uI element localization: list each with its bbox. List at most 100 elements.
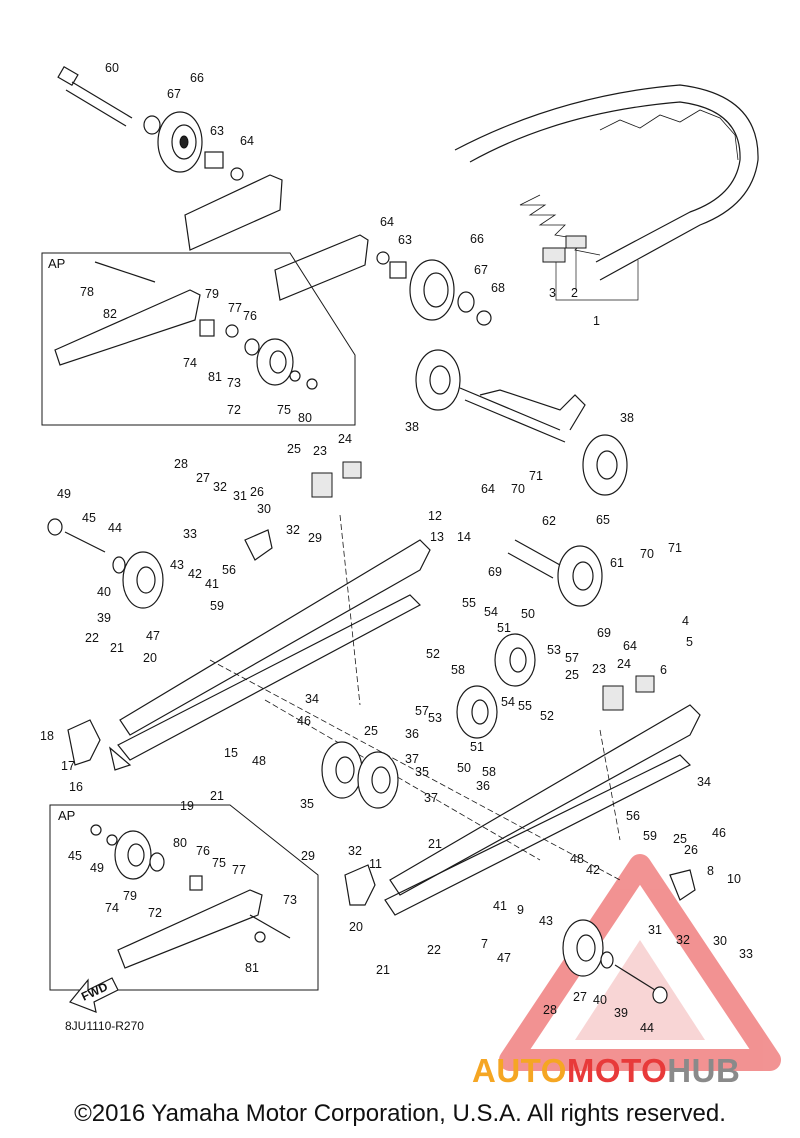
callout-2: 2	[571, 286, 578, 300]
callout-46: 46	[297, 714, 311, 728]
callout-36: 36	[405, 727, 419, 741]
callout-71: 71	[668, 541, 682, 555]
wheel-36a	[321, 741, 363, 799]
callout-7: 7	[481, 937, 488, 951]
bolt-45b	[614, 964, 656, 991]
callout-48: 48	[252, 754, 266, 768]
callout-9: 9	[517, 903, 524, 917]
callout-50: 50	[521, 607, 535, 621]
callout-20: 20	[143, 651, 157, 665]
inset-ap-top	[41, 252, 356, 426]
callout-47: 47	[146, 629, 160, 643]
callout-51: 51	[497, 621, 511, 635]
logo-hub: HUB	[667, 1052, 741, 1089]
callout-32: 32	[286, 523, 300, 537]
callout-26: 26	[250, 485, 264, 499]
callout-25: 25	[565, 668, 579, 682]
idler-wheel-66b	[409, 259, 455, 321]
callout-72: 72	[227, 403, 241, 417]
copyright-footer: ©2016 Yamaha Motor Corporation, U.S.A. A…	[74, 1100, 726, 1127]
seal-40b	[600, 951, 614, 969]
inset-ap-bottom	[49, 804, 319, 991]
callout-45: 45	[82, 511, 96, 525]
callout-80: 80	[173, 836, 187, 850]
drawing-code: 8JU1110-R270	[65, 1019, 144, 1033]
callout-32: 32	[348, 844, 362, 858]
callout-52: 52	[540, 709, 554, 723]
callout-15: 15	[224, 746, 238, 760]
inset-ap-bottom-label: AP	[58, 808, 75, 823]
callout-58: 58	[451, 663, 465, 677]
callout-72: 72	[148, 906, 162, 920]
callout-70: 70	[511, 482, 525, 496]
callout-64: 64	[240, 134, 254, 148]
callout-59: 59	[210, 599, 224, 613]
callout-14: 14	[457, 530, 471, 544]
callout-39: 39	[614, 1006, 628, 1020]
guide-line-2	[599, 729, 621, 841]
callout-74: 74	[105, 901, 119, 915]
callout-77: 77	[228, 301, 242, 315]
callout-59: 59	[643, 829, 657, 843]
callout-74: 74	[183, 356, 197, 370]
wheel-65	[557, 545, 603, 607]
washer-64	[230, 167, 244, 181]
callout-70: 70	[640, 547, 654, 561]
callout-6: 6	[660, 663, 667, 677]
callout-49: 49	[90, 861, 104, 875]
callout-27: 27	[573, 990, 587, 1004]
callout-5: 5	[686, 635, 693, 649]
callout-82: 82	[103, 307, 117, 321]
callout-35: 35	[415, 765, 429, 779]
washer-64b	[376, 251, 390, 265]
callout-53: 53	[428, 711, 442, 725]
callout-21: 21	[428, 837, 442, 851]
callout-40: 40	[97, 585, 111, 599]
callout-25: 25	[287, 442, 301, 456]
watermark-logo: AUTOMOTOHUB	[472, 1052, 740, 1090]
callout-56: 56	[626, 809, 640, 823]
callout-1: 1	[593, 314, 600, 328]
callout-42: 42	[188, 567, 202, 581]
callout-19: 19	[180, 799, 194, 813]
callout-77: 77	[232, 863, 246, 877]
callout-44: 44	[108, 521, 122, 535]
callout-69: 69	[488, 565, 502, 579]
bearing-49	[47, 518, 63, 536]
callout-47: 47	[497, 951, 511, 965]
wheel-36b	[357, 751, 399, 809]
callout-21: 21	[110, 641, 124, 655]
callout-22: 22	[427, 943, 441, 957]
seal-67	[143, 115, 161, 135]
callout-55: 55	[518, 699, 532, 713]
slide-rail-left	[109, 539, 431, 771]
callout-75: 75	[277, 403, 291, 417]
bracket-30	[244, 529, 273, 561]
block-24b	[635, 675, 655, 693]
callout-32: 32	[213, 480, 227, 494]
callout-31: 31	[648, 923, 662, 937]
block-23	[311, 472, 333, 498]
callout-16: 16	[69, 780, 83, 794]
callout-63: 63	[398, 233, 412, 247]
callout-67: 67	[167, 87, 181, 101]
callout-45: 45	[68, 849, 82, 863]
callout-20: 20	[349, 920, 363, 934]
callout-64: 64	[380, 215, 394, 229]
collar-63b	[389, 261, 407, 279]
callout-64: 64	[481, 482, 495, 496]
callout-61: 61	[610, 556, 624, 570]
bolt-45	[64, 531, 106, 553]
callout-43: 43	[170, 558, 184, 572]
wheel-39	[122, 551, 164, 609]
callout-30: 30	[713, 934, 727, 948]
callout-34: 34	[305, 692, 319, 706]
callout-37: 37	[424, 791, 438, 805]
callout-67: 67	[474, 263, 488, 277]
callout-41: 41	[205, 577, 219, 591]
wheel-38-left	[415, 349, 461, 411]
callout-57: 57	[415, 704, 429, 718]
callout-21: 21	[210, 789, 224, 803]
